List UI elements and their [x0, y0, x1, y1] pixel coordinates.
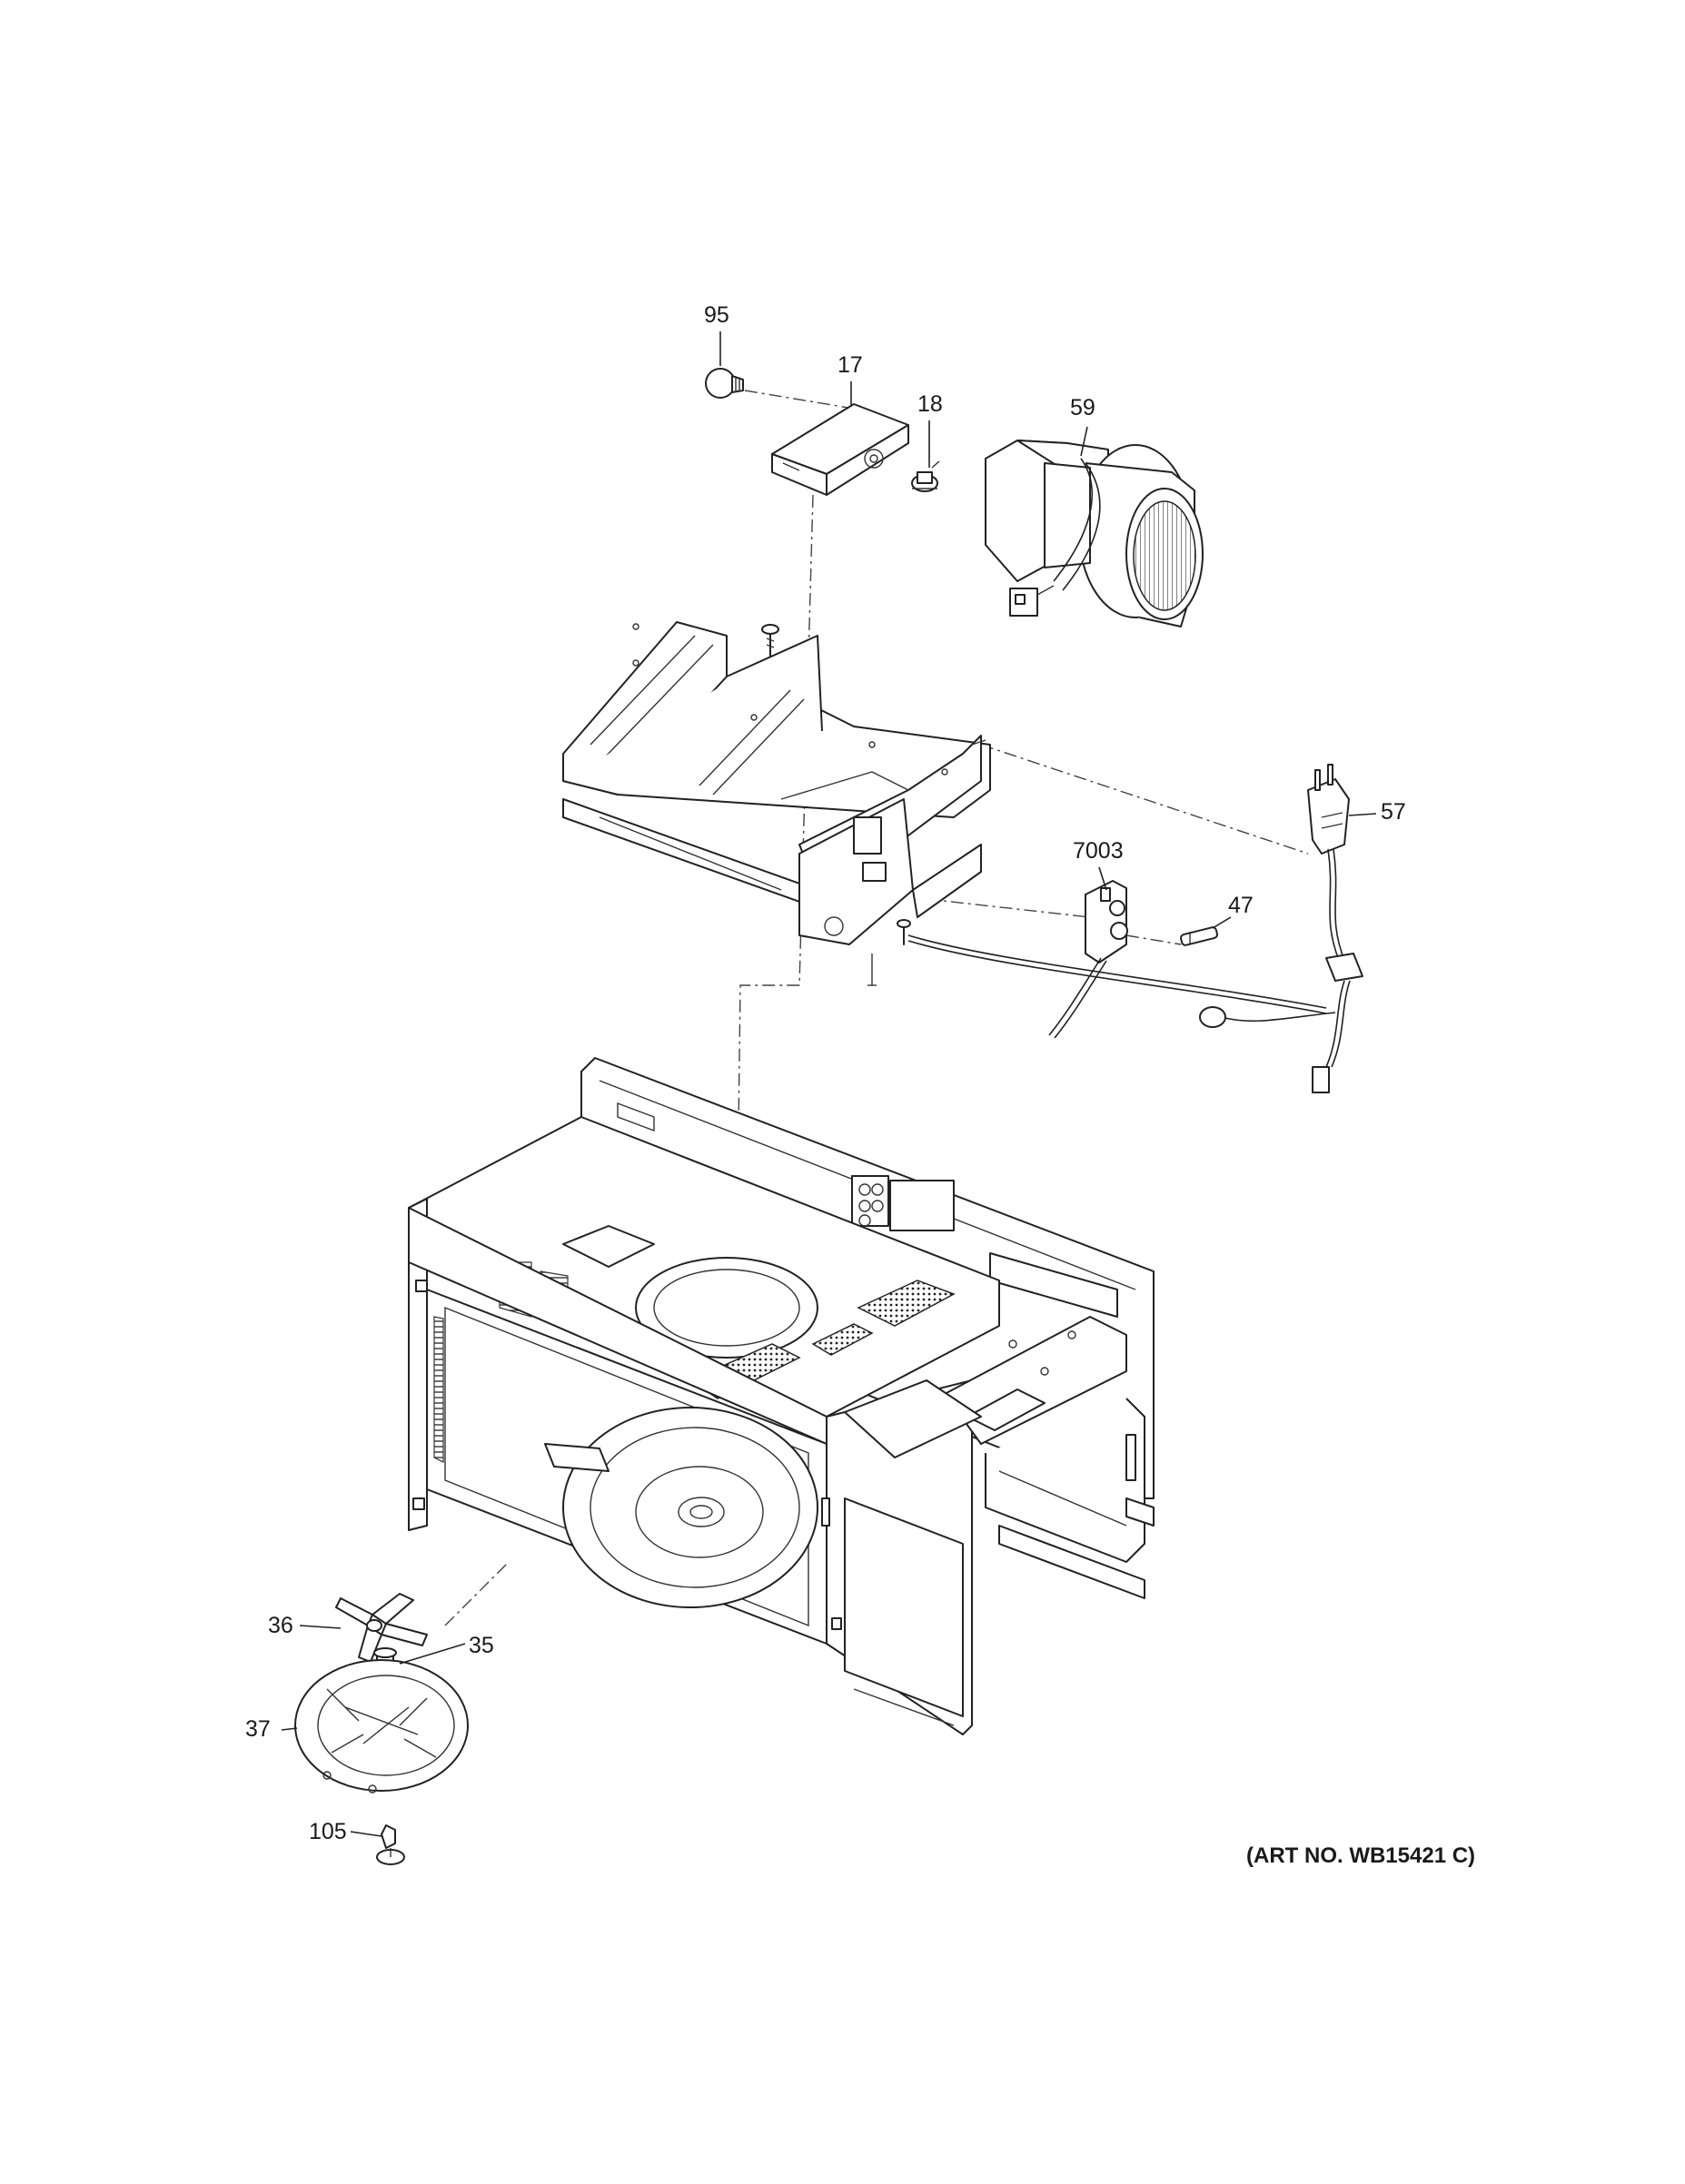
light-bulb-part[interactable]	[705, 368, 744, 399]
fuse-holder-part[interactable]	[907, 880, 1327, 1039]
callout-36[interactable]: 36	[268, 1613, 293, 1638]
stirrer-cover-part[interactable]	[294, 1659, 469, 1794]
lamp-housing-part[interactable]	[771, 403, 909, 496]
callout-leaders	[281, 331, 1377, 1837]
callout-35[interactable]: 35	[469, 1633, 494, 1658]
callout-105[interactable]: 105	[309, 1819, 347, 1844]
callout-18[interactable]: 18	[917, 391, 943, 417]
ground-screw	[897, 919, 911, 945]
callout-17[interactable]: 17	[838, 352, 863, 378]
mounting-frame	[562, 621, 991, 986]
frame-screw	[761, 624, 779, 657]
oven-cavity-assembly	[408, 1057, 1155, 1735]
thermostat-part[interactable]	[911, 460, 940, 492]
callout-37[interactable]: 37	[245, 1716, 271, 1742]
art-number-label: (ART NO. WB15421 C)	[1246, 1843, 1476, 1868]
callout-7003[interactable]: 7003	[1073, 838, 1124, 864]
callout-47[interactable]: 47	[1228, 893, 1254, 918]
callout-59[interactable]: 59	[1070, 395, 1095, 420]
blower-motor-part[interactable]	[985, 440, 1204, 628]
callout-57[interactable]: 57	[1381, 799, 1406, 825]
callout-95[interactable]: 95	[704, 302, 729, 328]
power-cord-part[interactable]	[1199, 764, 1363, 1093]
fuse-part[interactable]	[1179, 926, 1219, 946]
foot-bumper-part[interactable]	[376, 1824, 405, 1865]
